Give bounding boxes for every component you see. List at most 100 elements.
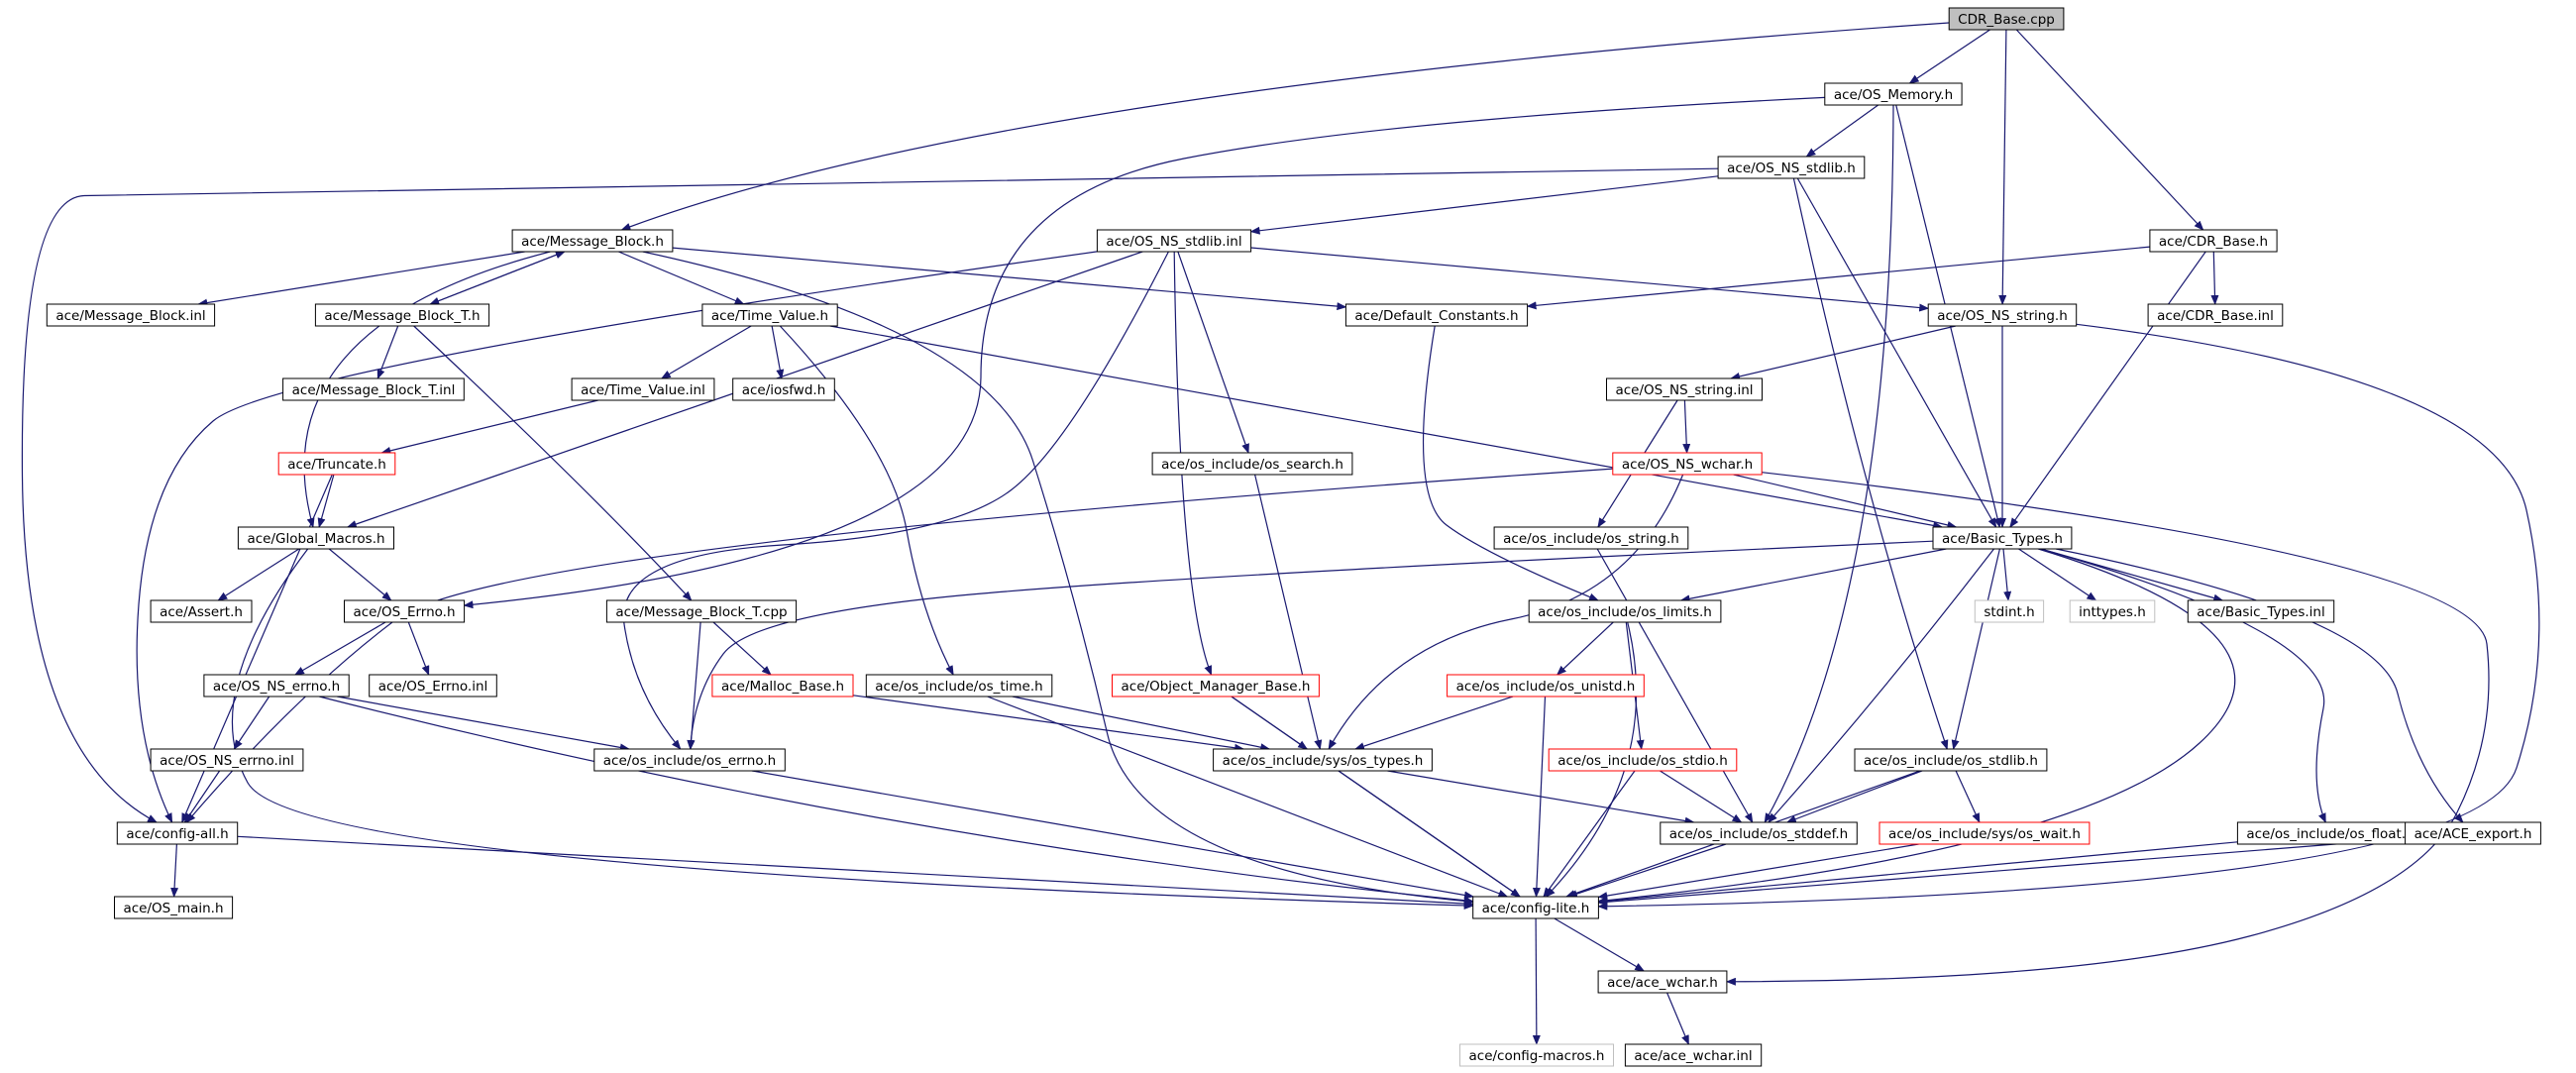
edge-cdr-base-cpp-to-os-ns-string-h <box>1998 29 2007 305</box>
node-config-macros-h[interactable]: ace/config-macros.h <box>1459 1043 1614 1067</box>
node-os-ns-stdlib-inl[interactable]: ace/OS_NS_stdlib.inl <box>1096 229 1252 253</box>
edge-os-stdio-h-to-config-lite-h <box>1543 770 1636 898</box>
node-os-search-h[interactable]: ace/os_include/os_search.h <box>1151 452 1353 476</box>
node-box <box>116 821 239 845</box>
node-label: ace/Time_Value.h <box>711 308 828 324</box>
node-os-float-h[interactable]: ace/os_include/os_float.h <box>2236 821 2424 845</box>
edge-cdr-base-cpp-to-os-memory-h <box>1908 29 1990 84</box>
node-message-block-t-h[interactable]: ace/Message_Block_T.h <box>314 303 490 327</box>
node-label: ace/config-all.h <box>126 826 228 842</box>
node-box <box>2069 599 2156 623</box>
node-label: ace/config-lite.h <box>1482 901 1590 916</box>
node-sys-os-types-h[interactable]: ace/os_include/sys/os_types.h <box>1213 748 1433 772</box>
node-os-errno-h[interactable]: ace/OS_Errno.h <box>344 599 466 623</box>
node-label: ace/Basic_Types.inl <box>2197 604 2324 620</box>
edges-layer <box>21 22 2540 1045</box>
node-os-stdio-h[interactable]: ace/os_include/os_stdio.h <box>1548 748 1738 772</box>
node-message-block-t-inl[interactable]: ace/Message_Block_T.inl <box>282 377 465 401</box>
node-os-stdlib-h[interactable]: ace/os_include/os_stdlib.h <box>1854 748 2048 772</box>
node-box <box>1974 599 2045 623</box>
edge-cdr-base-h-to-default-constants-h <box>1526 246 2150 310</box>
node-os-ns-wchar-h[interactable]: ace/OS_NS_wchar.h <box>1612 452 1763 476</box>
node-label: ace/Basic_Types.h <box>1942 531 2063 547</box>
edge-basic-types-h-to-os-include-errno-h <box>687 540 1934 750</box>
node-box <box>1878 821 2091 845</box>
node-label: ace/Message_Block_T.h <box>324 308 480 324</box>
node-label: stdint.h <box>1984 604 2034 620</box>
node-message-block-inl[interactable]: ace/Message_Block.inl <box>46 303 216 327</box>
edge-message-block-t-h-to-message-block-t-cpp <box>413 325 693 601</box>
node-os-unistd-h[interactable]: ace/os_include/os_unistd.h <box>1447 674 1645 697</box>
node-cdr-base-h[interactable]: ace/CDR_Base.h <box>2149 229 2278 253</box>
node-sys-os-wait-h[interactable]: ace/os_include/sys/os_wait.h <box>1878 821 2091 845</box>
node-os-string-h[interactable]: ace/os_include/os_string.h <box>1493 526 1689 550</box>
node-ace-export-h[interactable]: ace/ACE_export.h <box>2405 821 2541 845</box>
edge-os-stddef-h-to-config-lite-h <box>1567 843 1727 898</box>
node-box <box>571 377 715 401</box>
node-os-ns-errno-h[interactable]: ace/OS_NS_errno.h <box>203 674 350 697</box>
node-box <box>1854 748 2048 772</box>
node-os-ns-stdlib-h[interactable]: ace/OS_NS_stdlib.h <box>1717 156 1866 179</box>
node-malloc-base-h[interactable]: ace/Malloc_Base.h <box>711 674 854 697</box>
node-ace-wchar-inl[interactable]: ace/ace_wchar.inl <box>1624 1043 1763 1067</box>
edge-config-lite-h-to-ace-wchar-h <box>1554 917 1646 972</box>
node-iosfwd-h[interactable]: ace/iosfwd.h <box>732 377 835 401</box>
node-label: ace/Message_Block_T.cpp <box>615 604 787 620</box>
node-box <box>1213 748 1433 772</box>
node-message-block-t-cpp[interactable]: ace/Message_Block_T.cpp <box>605 599 798 623</box>
node-os-ns-string-h[interactable]: ace/OS_NS_string.h <box>1927 303 2078 327</box>
node-global-macros-h[interactable]: ace/Global_Macros.h <box>237 526 394 550</box>
node-stdint-h[interactable]: stdint.h <box>1974 599 2045 623</box>
node-label: ace/os_include/os_stdlib.h <box>1864 753 2038 769</box>
node-os-main-h[interactable]: ace/OS_main.h <box>114 896 234 919</box>
node-box <box>203 674 350 697</box>
node-os-stddef-h[interactable]: ace/os_include/os_stddef.h <box>1660 821 1858 845</box>
node-label: ace/os_include/sys/os_wait.h <box>1888 826 2081 842</box>
node-time-value-h[interactable]: ace/Time_Value.h <box>701 303 838 327</box>
node-os-ns-errno-inl[interactable]: ace/OS_NS_errno.inl <box>150 748 304 772</box>
node-label: ace/os_include/os_time.h <box>875 679 1042 695</box>
node-os-errno-inl[interactable]: ace/OS_Errno.inl <box>369 674 497 697</box>
node-label: ace/OS_Errno.h <box>353 604 455 620</box>
node-inttypes-h[interactable]: inttypes.h <box>2069 599 2156 623</box>
edge-os-ns-stdlib-inl-to-object-manager-base-h <box>1173 251 1213 676</box>
node-box <box>1824 82 1963 106</box>
node-basic-types-inl[interactable]: ace/Basic_Types.inl <box>2187 599 2335 623</box>
edge-basic-types-h-to-os-limits-h <box>1679 548 1947 603</box>
node-cdr-base-inl[interactable]: ace/CDR_Base.inl <box>2147 303 2284 327</box>
node-default-constants-h[interactable]: ace/Default_Constants.h <box>1344 303 1529 327</box>
node-os-limits-h[interactable]: ace/os_include/os_limits.h <box>1528 599 1722 623</box>
edge-os-ns-wchar-h-to-config-all-h <box>185 468 1613 823</box>
node-box <box>605 599 798 623</box>
edge-os-ns-errno-h-to-config-lite-h <box>319 696 1474 905</box>
node-config-all-h[interactable]: ace/config-all.h <box>116 821 239 845</box>
node-assert-h[interactable]: ace/Assert.h <box>150 599 253 623</box>
node-box <box>150 748 304 772</box>
node-label: ace/CDR_Base.inl <box>2157 308 2274 324</box>
node-os-time-h[interactable]: ace/os_include/os_time.h <box>865 674 1053 697</box>
node-message-block-h[interactable]: ace/Message_Block.h <box>511 229 674 253</box>
node-config-lite-h[interactable]: ace/config-lite.h <box>1472 896 1599 919</box>
edge-os-time-h-to-config-lite-h <box>987 696 1509 898</box>
edge-os-ns-stdlib-h-to-os-ns-stdlib-inl <box>1249 175 1719 235</box>
node-label: ace/os_include/os_float.h <box>2246 826 2414 842</box>
node-os-ns-string-inl[interactable]: ace/OS_NS_string.inl <box>1606 377 1763 401</box>
node-box <box>1112 674 1320 697</box>
edge-os-ns-string-inl-to-os-ns-wchar-h <box>1682 399 1691 454</box>
node-box <box>2187 599 2335 623</box>
node-basic-types-h[interactable]: ace/Basic_Types.h <box>1932 526 2073 550</box>
node-ace-wchar-h[interactable]: ace/ace_wchar.h <box>1597 970 1728 994</box>
edge-cdr-base-cpp-to-cdr-base-h <box>2015 29 2204 231</box>
node-object-manager-base-h[interactable]: ace/Object_Manager_Base.h <box>1112 674 1320 697</box>
node-truncate-h[interactable]: ace/Truncate.h <box>277 452 396 476</box>
node-label: ace/Default_Constants.h <box>1354 308 1518 324</box>
node-os-memory-h[interactable]: ace/OS_Memory.h <box>1824 82 1963 106</box>
edge-os-limits-h-to-os-unistd-h <box>1556 621 1614 676</box>
edge-time-value-h-to-os-time-h <box>779 325 954 676</box>
node-label: ace/os_include/os_search.h <box>1161 457 1343 473</box>
node-box <box>1606 377 1763 401</box>
node-cdr-base-cpp[interactable]: CDR_Base.cpp <box>1948 7 2065 31</box>
node-box <box>732 377 835 401</box>
node-os-include-errno-h[interactable]: ace/os_include/os_errno.h <box>593 748 786 772</box>
node-time-value-inl[interactable]: ace/Time_Value.inl <box>571 377 715 401</box>
